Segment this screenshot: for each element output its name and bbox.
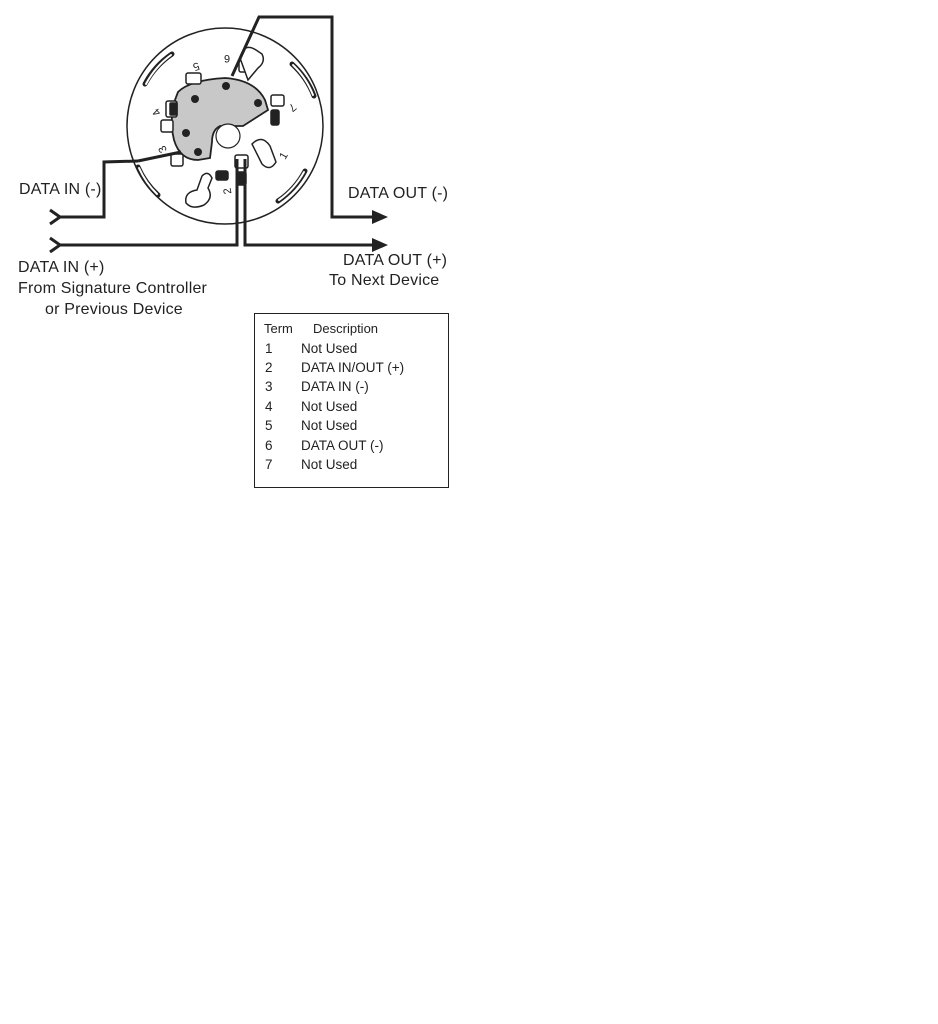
table-cell-term: 2 [265,360,273,375]
table-row: 1 Not Used [255,341,448,360]
plate-screws [182,82,262,156]
table-cell-description: DATA IN (-) [301,379,369,394]
label-from-line1: From Signature Controller [18,280,208,297]
diagram-graphic [49,15,388,254]
mounting-slots [135,51,317,204]
center-hole [215,123,241,149]
label-from-line2: or Previous Device [45,301,183,318]
table-header-description: Description [313,321,379,336]
wire-pin3-lead [137,150,182,163]
arrow-data-out-minus [372,210,388,224]
table-cell-description: DATA IN/OUT (+) [301,360,405,375]
table-cell-description: DATA OUT (-) [301,438,384,453]
table-row: 6 DATA OUT (-) [255,438,448,457]
wire-data-in-minus [58,159,139,219]
label-data-out-minus: DATA OUT (-) [348,185,449,202]
label-data-out-plus: DATA OUT (+) [343,252,448,269]
label-data-in-minus: DATA IN (-) [19,181,102,198]
table-row: 2 DATA IN/OUT (+) [255,360,448,379]
input-forks [49,208,63,254]
terminal-table: Term Description 1 Not Used 2 DATA IN/OU… [254,313,449,488]
arrow-data-out-plus [372,238,388,252]
table-cell-term: 7 [265,457,273,472]
table-row: 4 Not Used [255,399,448,418]
label-to-next-device: To Next Device [329,272,440,289]
terminal-number-6: 6 [224,52,231,64]
wiring-diagram: 1 2 3 4 5 6 7 DATA IN (-) DATA IN (+) Fr… [0,0,470,513]
table-row: 5 Not Used [255,418,448,437]
wire-data-out-plus [243,159,372,247]
table-cell-term: 6 [265,438,273,453]
label-data-in-plus: DATA IN (+) [18,259,105,276]
wire-data-in-plus [58,159,239,247]
table-cell-description: Not Used [301,341,358,356]
table-cell-description: Not Used [301,418,358,433]
table-cell-term: 4 [265,399,273,414]
wire-data-out-minus [230,15,372,219]
table-cell-description: Not Used [301,399,358,414]
contact-tabs [184,46,277,208]
table-row: 3 DATA IN (-) [255,379,448,398]
table-cell-term: 3 [265,379,273,394]
table-row: 7 Not Used [255,457,448,476]
table-cell-description: Not Used [301,457,358,472]
table-header-term: Term [264,321,293,336]
table-cell-term: 1 [265,341,273,356]
table-cell-term: 5 [265,418,273,433]
